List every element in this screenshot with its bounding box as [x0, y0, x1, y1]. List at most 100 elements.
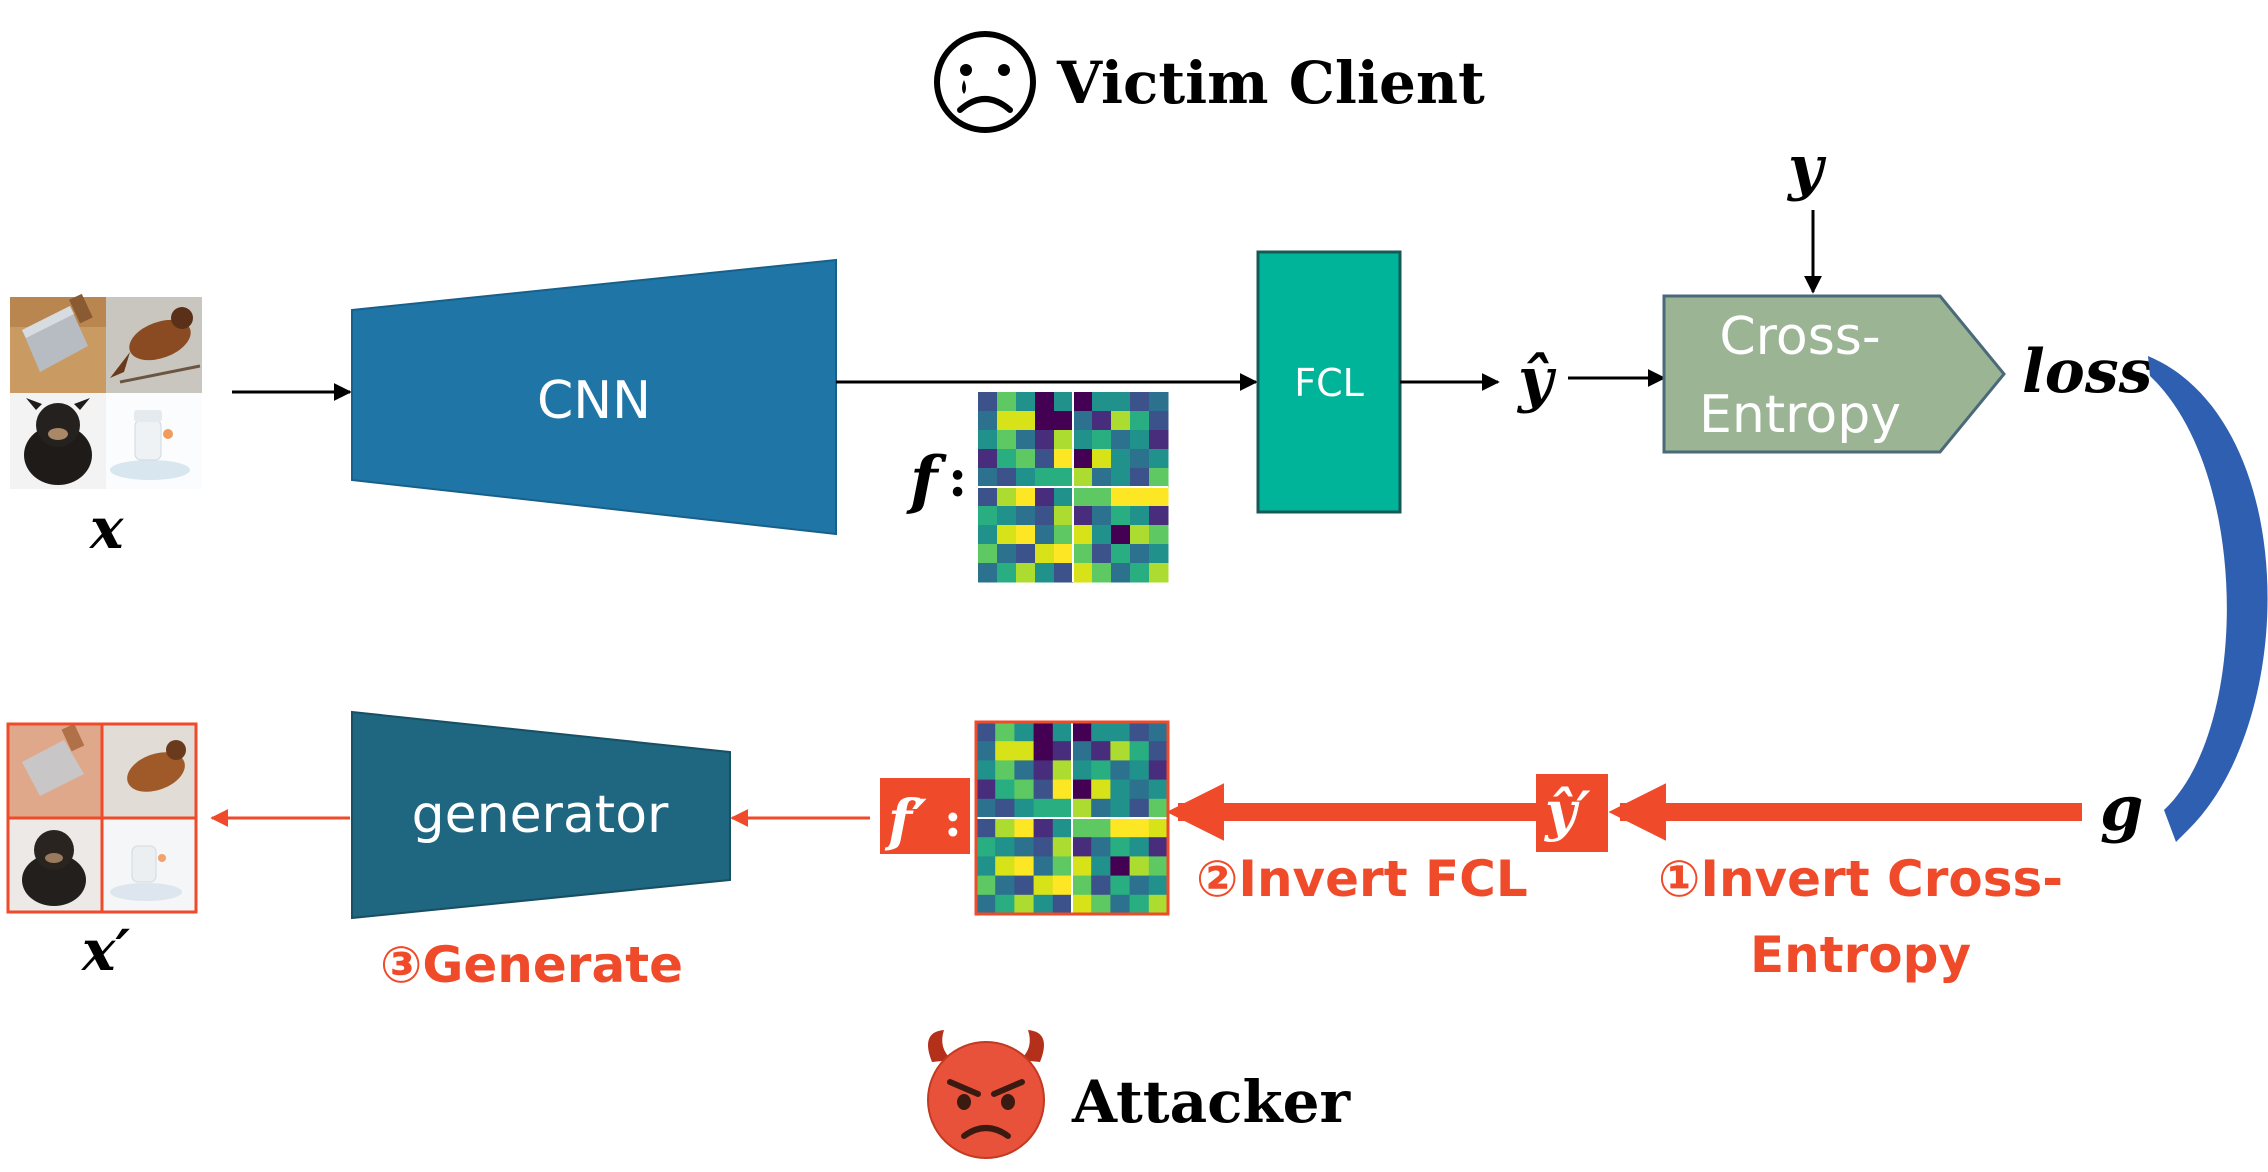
- heatmap-cell: [1149, 487, 1169, 507]
- heatmap-cell: [1148, 779, 1169, 800]
- cross-entropy-label-line2: Entropy: [1699, 385, 1901, 445]
- heatmap-cell: [976, 760, 996, 781]
- heatmap-cell: [997, 449, 1017, 469]
- heatmap-cell: [1016, 449, 1036, 469]
- heatmap-cell: [1035, 449, 1055, 469]
- heatmap-cell: [1054, 525, 1074, 545]
- heatmap-cell: [1129, 779, 1150, 800]
- heatmap-cell: [1072, 722, 1092, 742]
- heatmap-cell: [978, 430, 998, 450]
- heatmap-cell: [1052, 760, 1073, 781]
- heatmap-cell: [1072, 837, 1092, 857]
- fcl-label: FCL: [1294, 361, 1364, 405]
- heatmap-cell: [997, 525, 1017, 545]
- heatmap-cell: [1035, 506, 1055, 526]
- heatmap-cell: [1129, 741, 1150, 761]
- heatmap-cell: [1149, 430, 1169, 450]
- cross-entropy-label-line1: Cross-: [1719, 307, 1880, 367]
- heatmap-cell: [1149, 449, 1169, 469]
- heatmap-cell: [1035, 430, 1055, 450]
- recovered-yhat-box: [1536, 774, 1608, 852]
- heatmap-cell: [1129, 837, 1150, 857]
- heatmap-cell: [1073, 392, 1093, 412]
- heatmap-cell: [1129, 798, 1150, 819]
- yhat-label: ŷ: [1516, 345, 1557, 415]
- heatmap-cell: [1092, 411, 1112, 431]
- heatmap-cell: [1054, 544, 1074, 564]
- heatmap-cell: [1111, 449, 1131, 469]
- heatmap-cell: [997, 544, 1017, 564]
- heatmap-cell: [1148, 798, 1169, 819]
- feature-map-heatmap: [978, 392, 1169, 583]
- reconstructed-cleaver-image: [8, 723, 102, 818]
- heatmap-cell: [1111, 392, 1131, 412]
- heatmap-cell: [978, 449, 998, 469]
- heatmap-cell: [1033, 798, 1054, 819]
- heatmap-cell: [997, 487, 1017, 507]
- heatmap-cell: [1091, 875, 1111, 896]
- heatmap-cell: [997, 430, 1017, 450]
- heatmap-cell: [1091, 760, 1111, 781]
- recovered-f-colon: :: [944, 792, 962, 848]
- cnn-label: CNN: [537, 371, 651, 431]
- heatmap-cell: [1035, 563, 1055, 583]
- heatmap-cell: [1073, 449, 1093, 469]
- fcl-block: [1256, 250, 1402, 514]
- loss-to-gradient-curve: [2148, 356, 2268, 842]
- heatmap-cell: [1033, 760, 1054, 781]
- recovered-feature-box: [880, 778, 970, 854]
- heatmap-cell: [1033, 779, 1054, 800]
- heatmap-cell: [1110, 856, 1131, 877]
- heatmap-cell: [978, 525, 998, 545]
- heatmap-cell: [1033, 894, 1054, 915]
- heatmap-cell: [1092, 392, 1112, 412]
- gradient-g-label: g: [2100, 772, 2143, 845]
- reconstructed-puppy-image: [8, 818, 102, 912]
- heatmap-cell: [1014, 722, 1035, 742]
- input-x-label: x: [89, 496, 124, 562]
- heatmap-cell: [1111, 411, 1131, 431]
- heatmap-cell: [1091, 722, 1111, 742]
- heatmap-cell: [1110, 818, 1131, 838]
- heatmap-cell: [1092, 544, 1112, 564]
- heatmap-cell: [1035, 544, 1055, 564]
- heatmap-cell: [976, 779, 996, 800]
- heatmap-cell: [1054, 468, 1074, 488]
- heatmap-cell: [1052, 875, 1073, 896]
- heatmap-cell: [976, 894, 996, 915]
- y-label: y: [1786, 133, 1827, 203]
- heatmap-cell: [1016, 430, 1036, 450]
- heatmap-cell: [1148, 722, 1169, 742]
- heatmap-cell: [1054, 487, 1074, 507]
- heatmap-cell: [1130, 430, 1150, 450]
- heatmap-cell: [1148, 856, 1169, 877]
- heatmap-cell: [1149, 392, 1169, 412]
- heatmap-cell: [978, 487, 998, 507]
- heatmap-cell: [1148, 818, 1169, 838]
- heatmap-cell: [1052, 894, 1073, 915]
- heatmap-cell: [1033, 837, 1054, 857]
- heatmap-cell: [1129, 760, 1150, 781]
- heatmap-cell: [1091, 741, 1111, 761]
- heatmap-cell: [976, 875, 996, 896]
- heatmap-cell: [1130, 392, 1150, 412]
- heatmap-cell: [1014, 779, 1035, 800]
- heatmap-cell: [1033, 818, 1054, 838]
- heatmap-cell: [1016, 411, 1036, 431]
- heatmap-cell: [978, 392, 998, 412]
- heatmap-cell: [1052, 741, 1073, 761]
- heatmap-cell: [1016, 544, 1036, 564]
- heatmap-cell: [1052, 722, 1073, 742]
- heatmap-cell: [1072, 818, 1092, 838]
- heatmap-cell: [1110, 894, 1131, 915]
- heatmap-cell: [1149, 525, 1169, 545]
- heatmap-cell: [997, 411, 1017, 431]
- heatmap-cell: [1092, 487, 1112, 507]
- heatmap-cell: [1033, 741, 1054, 761]
- heatmap-cell: [1072, 894, 1092, 915]
- heatmap-cell: [1016, 525, 1036, 545]
- heatmap-cell: [1130, 544, 1150, 564]
- heatmap-cell: [1092, 525, 1112, 545]
- heatmap-cell: [1014, 837, 1035, 857]
